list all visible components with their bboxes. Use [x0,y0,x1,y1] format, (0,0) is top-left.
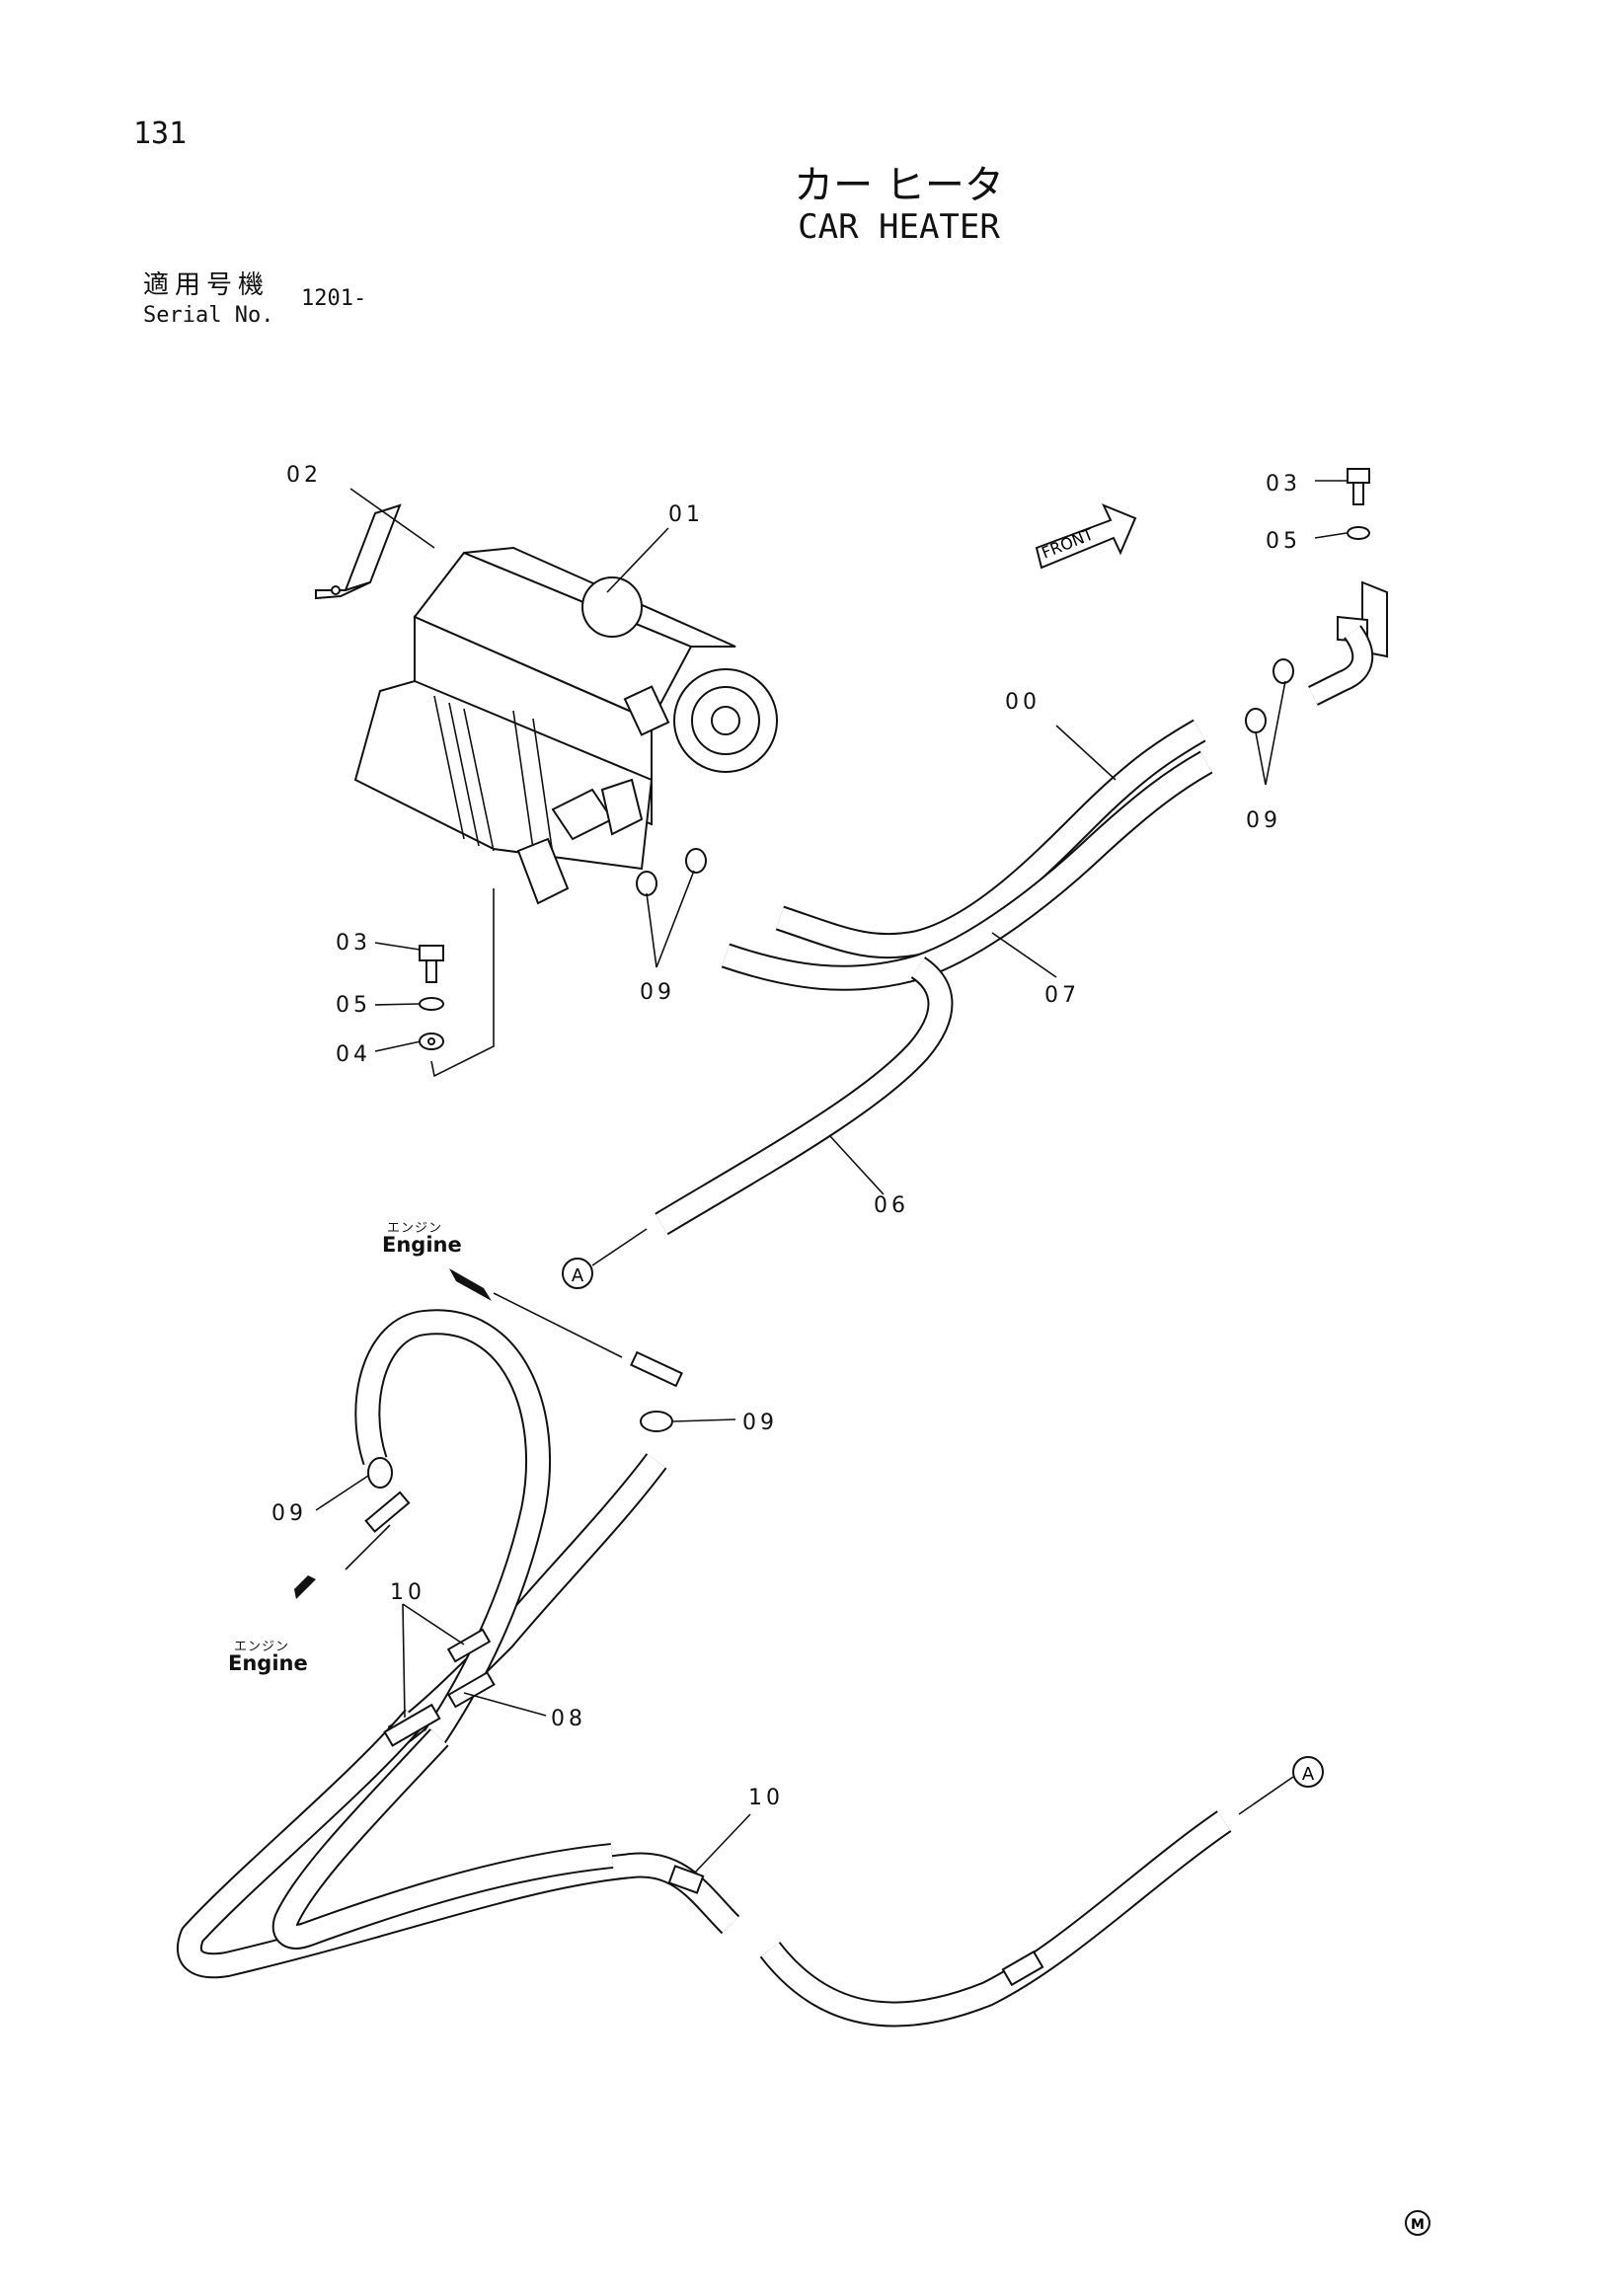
elbow-fitting-right [1308,468,1388,706]
callout-03-left: 03 [336,931,371,956]
front-direction-arrow: FRONT [1035,503,1137,570]
callout-05-left: 05 [336,993,371,1018]
engine-label-top: Engine [382,1233,462,1257]
engine-label-top-japanese: エンジン [387,1221,443,1236]
callout-09-lower: 09 [742,1411,778,1435]
callout-10-bottom: 10 [748,1786,784,1810]
serial-number-value: 1201- [301,286,367,311]
hose-loop-lower [354,1309,667,1748]
engine-label-bottom: Engine [228,1651,308,1675]
serial-label: Serial No. [143,303,274,328]
callout-04: 04 [336,1042,371,1067]
serial-label-japanese: 適用号機 [143,270,270,300]
bolt-and-washers-left [419,945,444,1050]
clamp-bands [383,1628,1044,1987]
callout-02: 02 [286,463,322,488]
callout-01: 01 [668,502,704,527]
footer-mark: M [1411,2217,1425,2233]
page-title: CAR HEATER [798,207,1000,247]
footer-mark-circle [1405,2210,1430,2236]
page-number: 131 [133,116,188,151]
connector-a-upper-label: A [572,1265,584,1286]
hose-run-bottom [176,1709,1232,2028]
callout-03-top: 03 [1266,472,1301,497]
callout-06: 06 [874,1193,909,1218]
callout-05-top: 05 [1266,529,1301,554]
connector-a-upper [562,1258,593,1289]
callout-09-left: 09 [271,1501,307,1526]
mounting-bracket [315,503,402,600]
callout-07: 07 [1044,983,1080,1008]
heater-unit [353,546,778,905]
engine-label-bottom-japanese: エンジン [234,1640,290,1654]
part-callouts: 01 02 03 05 00 09 03 05 04 09 07 06 09 0… [271,463,1301,1810]
connector-a-lower [1292,1756,1324,1788]
callout-09-mid: 09 [640,980,675,1005]
hose-clamps-lower [364,1350,683,1533]
leader-lines [315,480,1348,1875]
callout-00: 00 [1005,690,1041,715]
callout-08: 08 [551,1707,586,1731]
engine-arrow-top [449,1268,492,1301]
engine-arrow-bottom [294,1575,316,1599]
connector-a-lower-label: A [1302,1764,1315,1785]
callout-10-left: 10 [390,1580,425,1605]
hose-pair-upper [721,719,1213,991]
hose-06 [655,957,954,1236]
callout-09-right: 09 [1246,808,1281,833]
page-title-japanese: カー ヒータ [794,163,1004,208]
